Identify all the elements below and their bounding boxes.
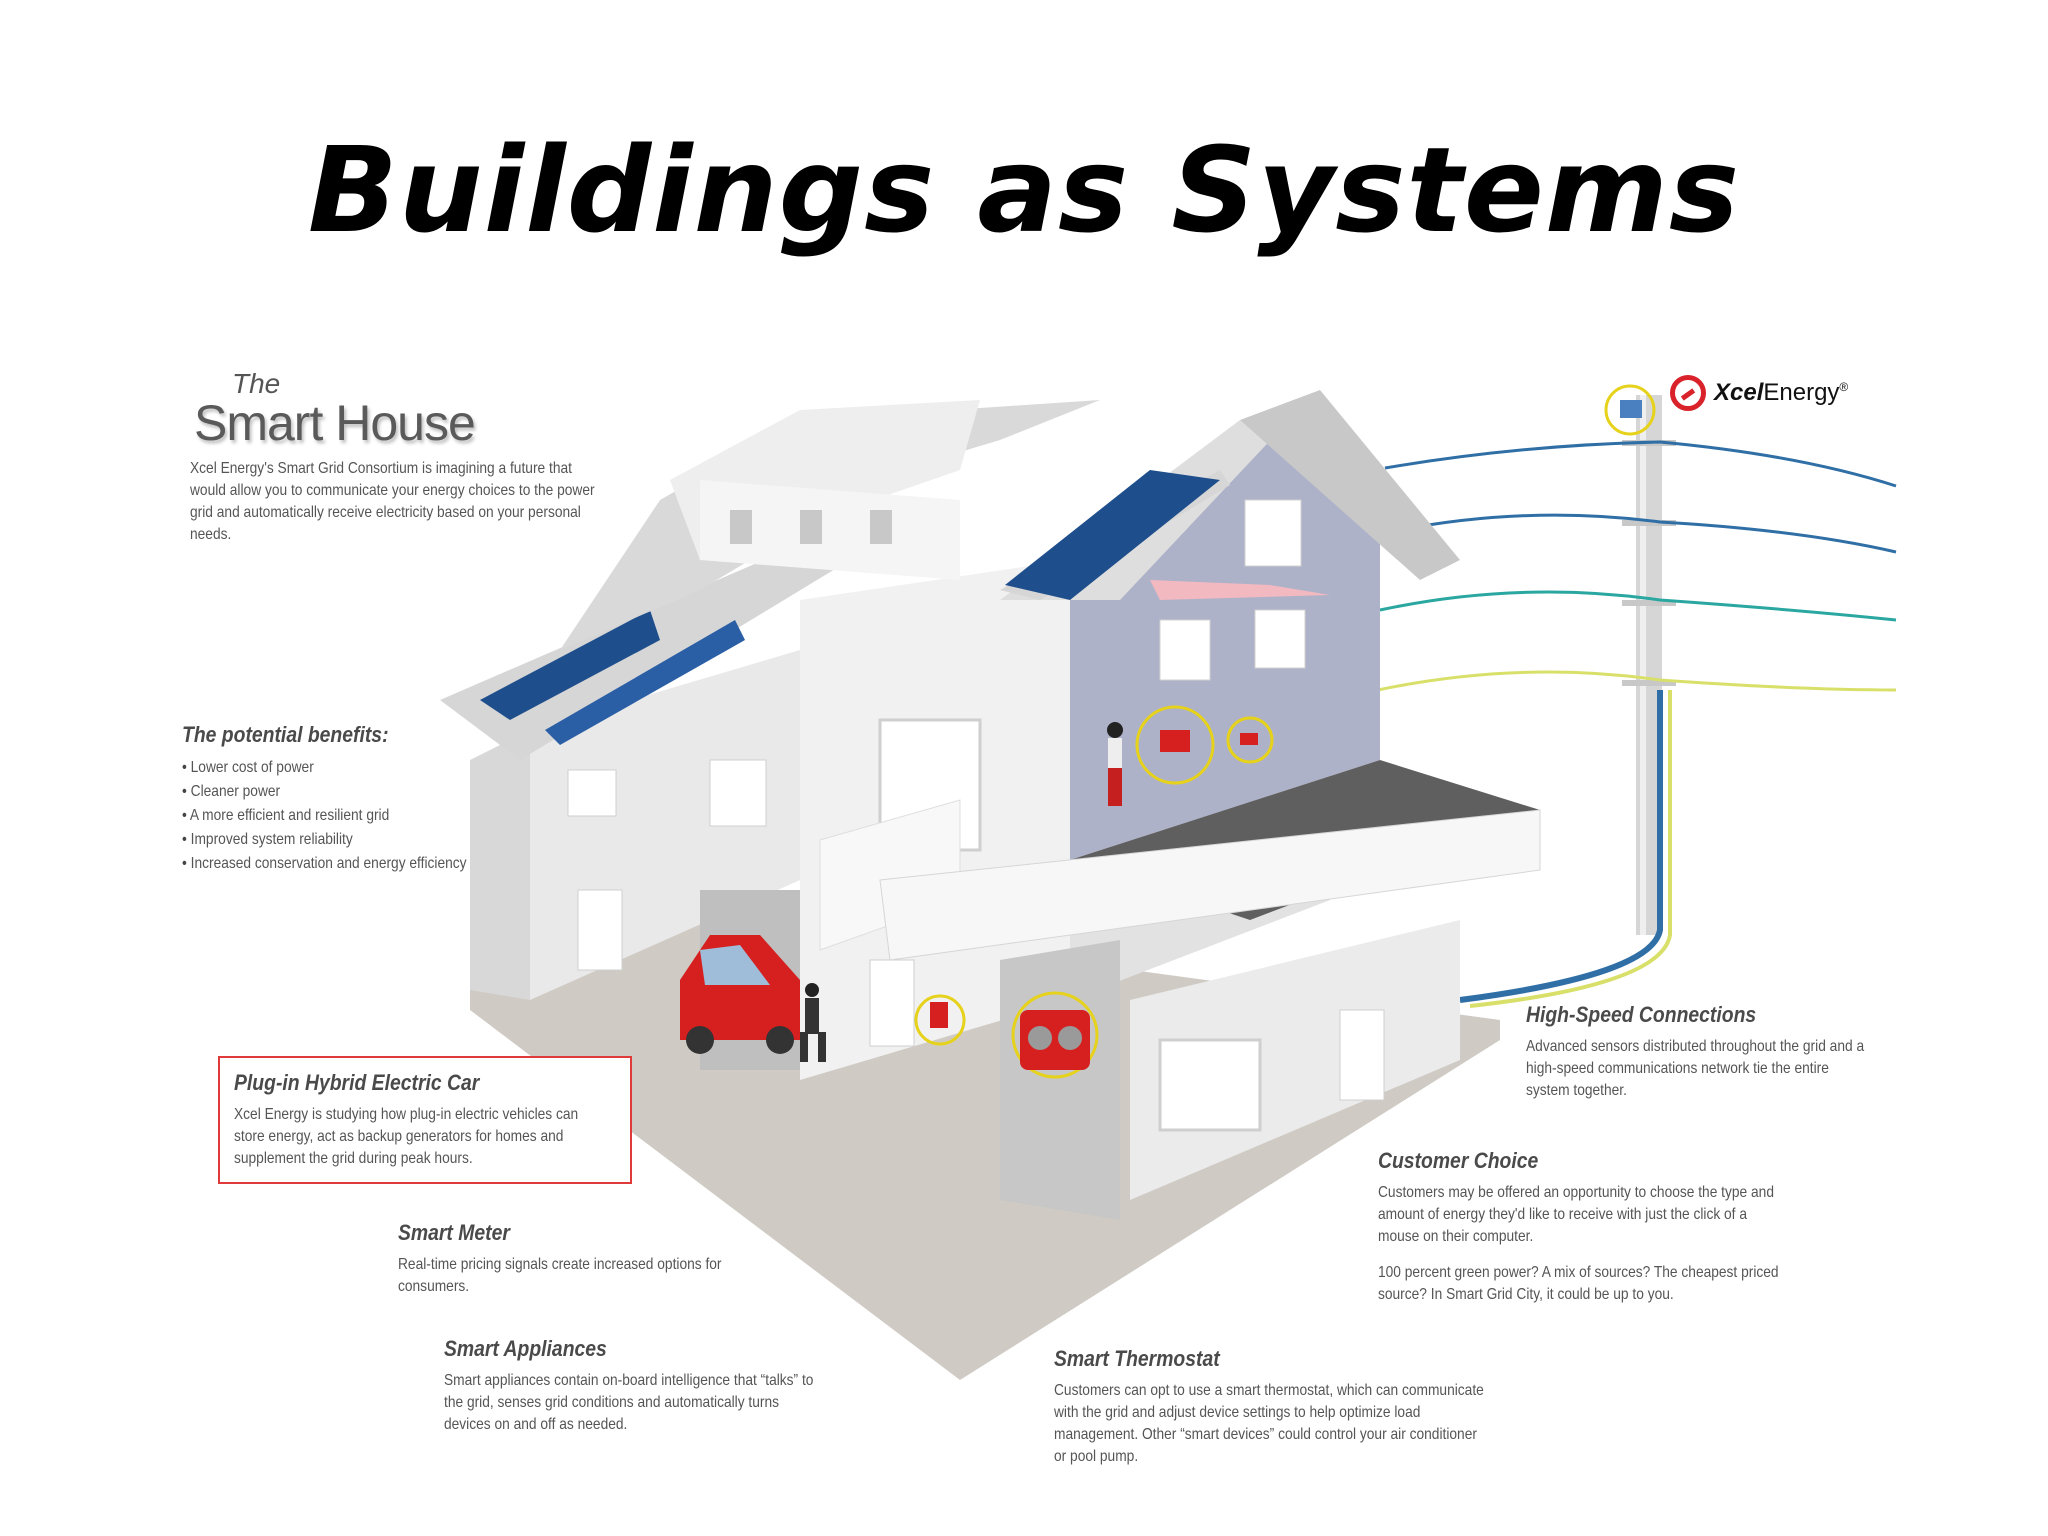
- choice-text-1: Customers may be offered an opportunity …: [1378, 1184, 1774, 1245]
- choice-heading: Customer Choice: [1378, 1148, 1539, 1173]
- meter-text: Real-time pricing signals create increas…: [398, 1256, 722, 1295]
- connections-text: Advanced sensors distributed throughout …: [1526, 1038, 1865, 1099]
- thermostat-heading: Smart Thermostat: [1054, 1346, 1220, 1371]
- lower-room: [879, 809, 1541, 1220]
- car-callout: Plug-in Hybrid Electric Car Xcel Energy …: [218, 1056, 632, 1184]
- xcel-logo-icon: [1670, 375, 1706, 411]
- man-figure: [800, 983, 826, 1062]
- logo-name-bold: Xcel: [1714, 379, 1764, 406]
- benefit-item: Lower cost of power: [182, 756, 560, 780]
- logo-name-rest: Energy: [1763, 379, 1840, 406]
- utility-pole: [1604, 384, 1676, 935]
- thermostat-text: Customers can opt to use a smart thermos…: [1054, 1382, 1484, 1465]
- choice-block: Customer Choice Customers may be offered…: [1378, 1148, 1848, 1306]
- connections-block: High-Speed Connections Advanced sensors …: [1526, 1002, 1926, 1102]
- benefits-heading: The potential benefits:: [182, 722, 389, 747]
- appliances-text: Smart appliances contain on-board intell…: [444, 1372, 814, 1433]
- meter-block: Smart Meter Real-time pricing signals cr…: [398, 1220, 798, 1298]
- grid-wires: [1377, 440, 1897, 1008]
- appliances-block: Smart Appliances Smart appliances contai…: [444, 1336, 884, 1436]
- smart-house-intro-block: Xcel Energy's Smart Grid Consortium is i…: [190, 458, 670, 546]
- connections-heading: High-Speed Connections: [1526, 1002, 1757, 1027]
- xcel-energy-logo: XcelEnergy®: [1670, 375, 1848, 411]
- appliances-heading: Smart Appliances: [444, 1336, 607, 1361]
- car-text: Xcel Energy is studying how plug-in elec…: [234, 1106, 579, 1167]
- benefit-item: Increased conservation and energy effici…: [182, 852, 560, 876]
- benefits-block: The potential benefits: Lower cost of po…: [182, 722, 622, 876]
- car-heading: Plug-in Hybrid Electric Car: [234, 1070, 480, 1095]
- xcel-logo-text: XcelEnergy®: [1714, 379, 1848, 407]
- left-roof: [440, 540, 850, 760]
- smart-house-intro: Xcel Energy's Smart Grid Consortium is i…: [190, 460, 595, 543]
- benefits-list: Lower cost of power Cleaner power A more…: [182, 756, 622, 876]
- smart-house-heading: Smart House: [194, 395, 476, 451]
- thermostat-block: Smart Thermostat Customers can opt to us…: [1054, 1346, 1554, 1468]
- logo-mark-sup: ®: [1839, 380, 1849, 394]
- main-roof: [560, 390, 1460, 650]
- smart-house-the: The: [232, 368, 281, 399]
- benefit-item: Improved system reliability: [182, 828, 560, 852]
- slide-title: Buildings as Systems: [307, 121, 1741, 259]
- benefit-item: Cleaner power: [182, 780, 560, 804]
- hybrid-car: [680, 935, 800, 1054]
- choice-text-2: 100 percent green power? A mix of source…: [1378, 1264, 1779, 1303]
- benefit-item: A more efficient and resilient grid: [182, 804, 560, 828]
- meter-heading: Smart Meter: [398, 1220, 510, 1245]
